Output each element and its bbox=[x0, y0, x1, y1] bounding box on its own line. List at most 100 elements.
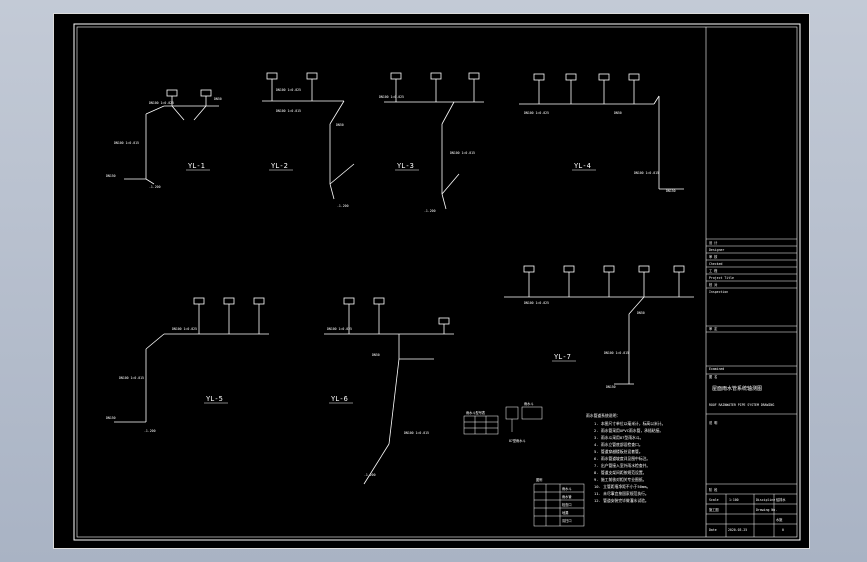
svg-text:阶 段: 阶 段 bbox=[709, 487, 718, 492]
diagram-yl4 bbox=[519, 73, 684, 190]
svg-text:6. 雨水管道坡度详见图中标注。: 6. 雨水管道坡度详见图中标注。 bbox=[594, 456, 650, 461]
svg-text:5. 管道穿越楼板处设套管。: 5. 管道穿越楼板处设套管。 bbox=[594, 449, 643, 454]
svg-text:Designer: Designer bbox=[709, 248, 724, 252]
design-notes: 雨水管道系统说明： 1. 本图尺寸单位以毫米计，标高以米计。 2. 雨水管采用U… bbox=[586, 413, 665, 503]
svg-text:DN50: DN50 bbox=[614, 111, 622, 115]
svg-text:DN50: DN50 bbox=[372, 353, 380, 357]
svg-text:ROOF RAINWATER PIPE SYSTEM DRA: ROOF RAINWATER PIPE SYSTEM DRAWING bbox=[709, 403, 774, 407]
diagram-yl3 bbox=[384, 72, 484, 210]
diagram-yl1-labels: DN100 1=0.025 DN100 1=0.015 DN150 -1.200… bbox=[106, 97, 222, 189]
diagram-label-yl3: YL-3 bbox=[397, 162, 414, 170]
svg-text:4. 雨水立管底部设检查口。: 4. 雨水立管底部设检查口。 bbox=[594, 442, 643, 447]
svg-text:DN100 1=0.025: DN100 1=0.025 bbox=[149, 101, 174, 105]
svg-text:Date: Date bbox=[709, 528, 717, 532]
svg-text:Project Title: Project Title bbox=[709, 276, 734, 280]
diagram-label-yl6: YL-6 bbox=[331, 395, 348, 403]
diagram-yl6-labels: DN100 1=0.025 DN50 DN100 1=0.015 -1.200 … bbox=[327, 327, 429, 477]
diagram-yl5 bbox=[114, 297, 269, 423]
svg-text:9. 施工前核对相关专业图纸。: 9. 施工前核对相关专业图纸。 bbox=[594, 477, 646, 482]
svg-text:DN100 1=0.015: DN100 1=0.015 bbox=[114, 141, 139, 145]
svg-text:Scale: Scale bbox=[709, 498, 719, 502]
diagram-label-yl5: YL-5 bbox=[206, 395, 223, 403]
svg-text:DN150: DN150 bbox=[606, 385, 616, 389]
svg-text:说 明: 说 明 bbox=[709, 420, 717, 425]
svg-text:-1.200: -1.200 bbox=[424, 209, 436, 213]
diagram-yl1 bbox=[124, 89, 219, 185]
svg-text:DN150: DN150 bbox=[106, 174, 116, 178]
svg-text:审 核: 审 核 bbox=[709, 254, 718, 259]
svg-text:清扫口: 清扫口 bbox=[562, 518, 572, 523]
svg-text:Discipline: Discipline bbox=[756, 498, 775, 502]
svg-text:施工图: 施工图 bbox=[709, 507, 719, 512]
svg-text:7. 出户管接入室外雨水检查井。: 7. 出户管接入室外雨水检查井。 bbox=[594, 463, 650, 468]
svg-text:地漏: 地漏 bbox=[562, 510, 568, 515]
svg-text:0: 0 bbox=[782, 528, 784, 532]
diagram-yl7 bbox=[504, 265, 694, 385]
svg-text:DN100 1=0.025: DN100 1=0.025 bbox=[276, 88, 301, 92]
svg-text:-1.200: -1.200 bbox=[337, 204, 349, 208]
svg-text:11. 未尽事宜按国家规范执行。: 11. 未尽事宜按国家规范执行。 bbox=[594, 491, 649, 496]
svg-text:DN50: DN50 bbox=[214, 97, 222, 101]
svg-text:-1.200: -1.200 bbox=[149, 185, 161, 189]
diagram-yl4-labels: DN100 1=0.025 DN50 DN100 1=0.015 DN150 Y… bbox=[524, 111, 676, 193]
svg-text:雨水管道系统说明：: 雨水管道系统说明： bbox=[586, 413, 620, 418]
inner-border bbox=[76, 26, 798, 538]
svg-text:雨水斗: 雨水斗 bbox=[562, 486, 572, 491]
svg-text:DN100 1=0.015: DN100 1=0.015 bbox=[119, 376, 144, 380]
svg-text:1. 本图尺寸单位以毫米计，标高以米计。: 1. 本图尺寸单位以毫米计，标高以米计。 bbox=[594, 421, 665, 426]
svg-text:图例: 图例 bbox=[536, 477, 542, 482]
legend-block: 雨水斗型号表 雨水斗 87型雨水斗 bbox=[463, 401, 543, 443]
svg-text:DN150: DN150 bbox=[106, 416, 116, 420]
svg-text:10. 立管距墙净距不小于50mm。: 10. 立管距墙净距不小于50mm。 bbox=[594, 484, 650, 489]
diagram-yl6 bbox=[324, 297, 454, 485]
diagram-yl5-labels: DN100 1=0.025 DN100 1=0.015 DN150 -1.200… bbox=[106, 327, 228, 433]
svg-text:DN50: DN50 bbox=[637, 311, 645, 315]
svg-text:-1.200: -1.200 bbox=[364, 473, 376, 477]
drawing-sheet: DN100 1=0.025 DN100 1=0.015 DN150 -1.200… bbox=[53, 13, 810, 549]
svg-text:设 计: 设 计 bbox=[709, 240, 718, 245]
outer-border bbox=[73, 23, 801, 541]
legend-table: 图例 雨水斗 雨水管 检查口 地漏 清扫口 bbox=[533, 477, 585, 527]
svg-text:雨水管: 雨水管 bbox=[562, 494, 572, 499]
svg-text:DN150: DN150 bbox=[666, 189, 676, 193]
svg-text:给排水: 给排水 bbox=[776, 497, 786, 502]
svg-text:DN100 1=0.015: DN100 1=0.015 bbox=[276, 109, 301, 113]
diagram-yl3-labels: DN100 1=0.025 DN100 1=0.015 -1.200 YL-3 bbox=[379, 95, 475, 213]
diagram-label-yl7: YL-7 bbox=[554, 353, 571, 361]
svg-text:工 程: 工 程 bbox=[709, 268, 718, 273]
svg-text:DN100 1=0.015: DN100 1=0.015 bbox=[634, 171, 659, 175]
diagram-yl2-labels: DN100 1=0.025 DN100 1=0.015 DN50 -1.200 … bbox=[269, 88, 349, 208]
svg-text:Drawing No.: Drawing No. bbox=[756, 508, 777, 512]
svg-text:审 定: 审 定 bbox=[709, 326, 718, 331]
diagram-label-yl1: YL-1 bbox=[188, 162, 205, 170]
svg-text:Inspection: Inspection bbox=[709, 290, 728, 294]
drawing-title: 屋面雨水管系统轴测图 bbox=[712, 385, 762, 392]
diagram-yl2 bbox=[262, 72, 355, 200]
diagram-label-yl2: YL-2 bbox=[271, 162, 288, 170]
diagram-label-yl4: YL-4 bbox=[574, 162, 591, 170]
svg-text:Examined: Examined bbox=[709, 367, 724, 371]
svg-text:DN100 1=0.015: DN100 1=0.015 bbox=[450, 151, 475, 155]
diagram-yl7-labels: DN100 1=0.025 DN50 DN100 1=0.015 DN150 Y… bbox=[524, 301, 645, 389]
svg-text:8. 管道支架间距按规范设置。: 8. 管道支架间距按规范设置。 bbox=[594, 470, 646, 475]
svg-text:DN100 1=0.025: DN100 1=0.025 bbox=[379, 95, 404, 99]
svg-text:雨水斗型号表: 雨水斗型号表 bbox=[466, 410, 486, 415]
svg-text:2. 雨水管采用UPVC雨水管，承插粘接。: 2. 雨水管采用UPVC雨水管，承插粘接。 bbox=[594, 428, 663, 433]
svg-text:DN100 1=0.025: DN100 1=0.025 bbox=[172, 327, 197, 331]
svg-text:DN100 1=0.025: DN100 1=0.025 bbox=[524, 301, 549, 305]
svg-text:校 对: 校 对 bbox=[709, 282, 718, 287]
svg-text:2020.03.25: 2020.03.25 bbox=[728, 528, 747, 532]
svg-text:-1.200: -1.200 bbox=[144, 429, 156, 433]
svg-text:87型雨水斗: 87型雨水斗 bbox=[509, 438, 526, 443]
svg-text:DN100 1=0.025: DN100 1=0.025 bbox=[327, 327, 352, 331]
title-block: 设 计 Designer 审 核 Checked 工 程 Project Tit… bbox=[706, 238, 797, 537]
drawing-canvas: DN100 1=0.025 DN100 1=0.015 DN150 -1.200… bbox=[73, 23, 801, 541]
svg-text:DN50: DN50 bbox=[336, 123, 344, 127]
svg-text:图 名: 图 名 bbox=[709, 374, 717, 379]
svg-text:DN100 1=0.015: DN100 1=0.015 bbox=[404, 431, 429, 435]
svg-text:雨水斗: 雨水斗 bbox=[524, 401, 534, 406]
svg-text:DN100 1=0.015: DN100 1=0.015 bbox=[604, 351, 629, 355]
svg-text:3. 雨水斗采用87型雨水斗。: 3. 雨水斗采用87型雨水斗。 bbox=[594, 435, 643, 440]
svg-text:水施: 水施 bbox=[776, 517, 783, 522]
svg-text:DN100 1=0.025: DN100 1=0.025 bbox=[524, 111, 549, 115]
